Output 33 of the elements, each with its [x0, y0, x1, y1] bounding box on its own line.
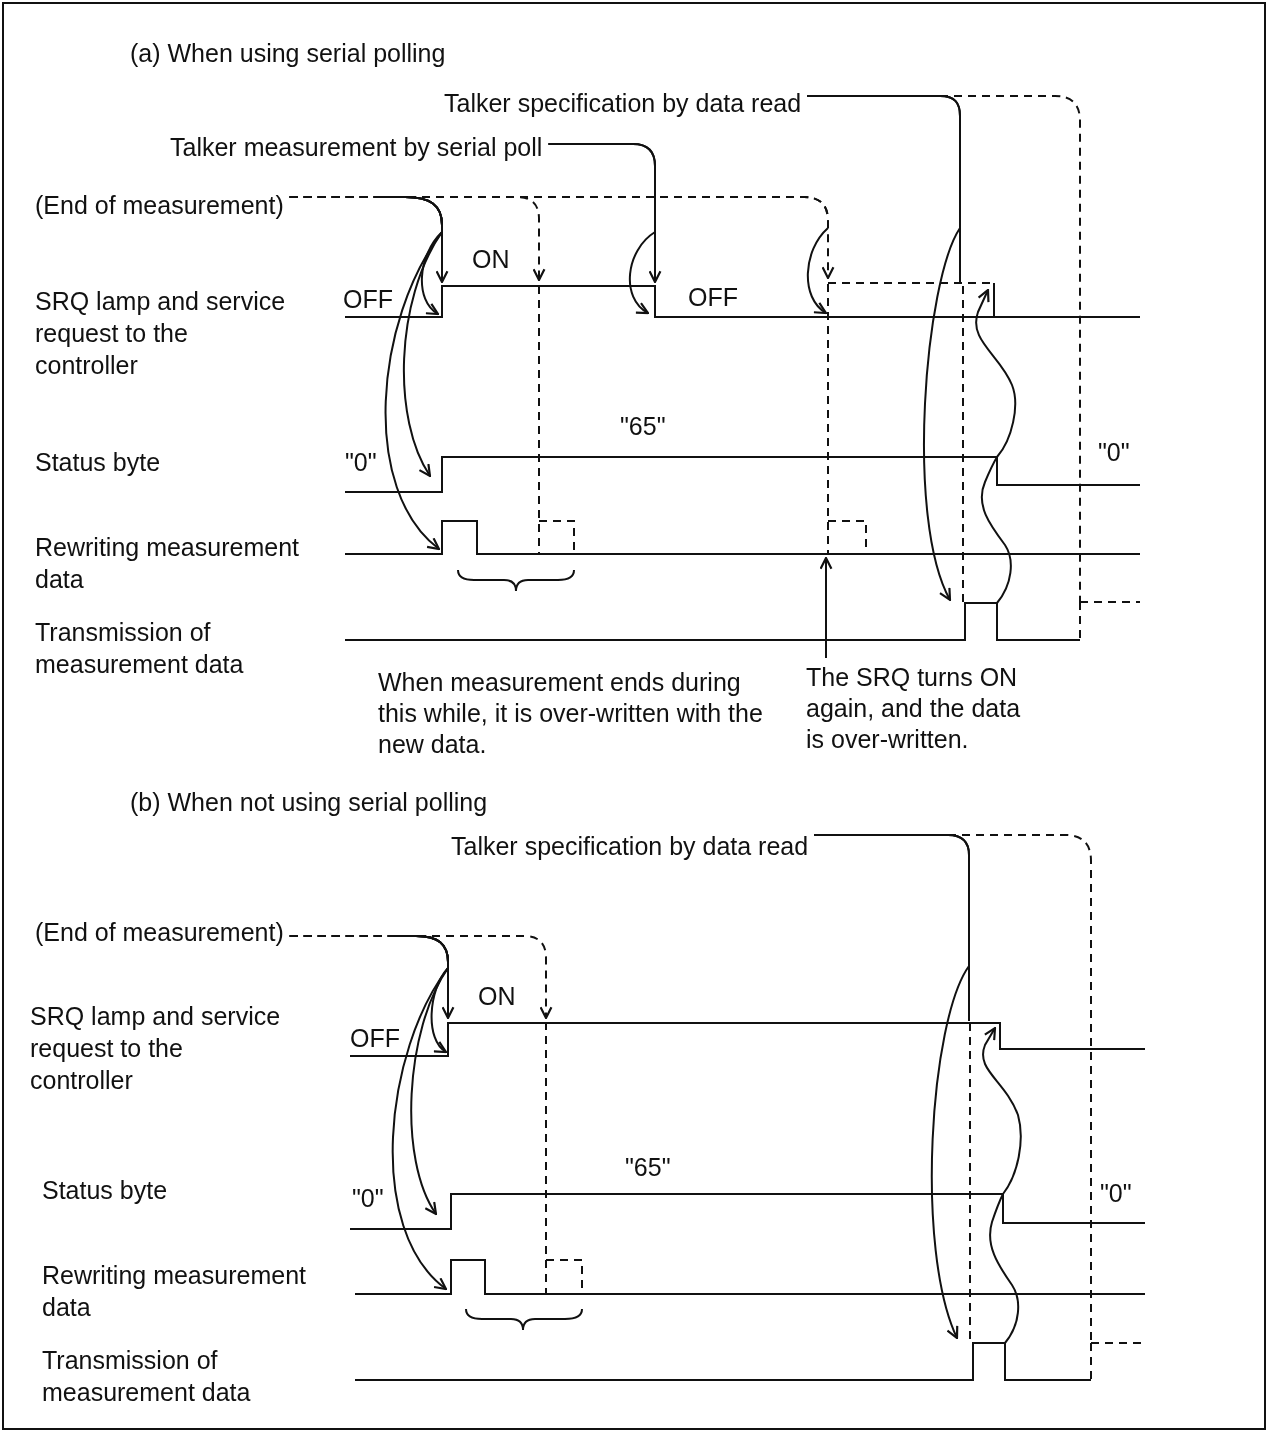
- signal-name: Rewriting measurement data: [42, 1260, 307, 1323]
- arrow: [547, 143, 656, 315]
- event-label: (End of measurement): [35, 190, 284, 220]
- signal-value: "65": [625, 1152, 671, 1182]
- signal-value: "0": [1098, 437, 1130, 467]
- event-label: Talker specification by data read: [444, 88, 802, 118]
- arrow: [288, 196, 829, 315]
- signal-value: "65": [620, 411, 666, 441]
- signal-value: OFF: [688, 282, 738, 312]
- signal-value: "0": [345, 447, 377, 477]
- signal-name: SRQ lamp and service request to the controller: [30, 1001, 282, 1096]
- signal-value: "0": [352, 1183, 384, 1213]
- signal-value: ON: [472, 244, 510, 274]
- signal-value: OFF: [343, 284, 393, 314]
- event-label: Talker specification by data read: [451, 831, 809, 861]
- panel-heading: (b) When not using serial polling: [130, 787, 488, 817]
- panel-heading: (a) When using serial polling: [130, 38, 446, 68]
- signal-name: Rewriting measurement data: [35, 532, 300, 595]
- signal-value: "0": [1100, 1178, 1132, 1208]
- arrow: [819, 556, 833, 659]
- signal-value: OFF: [350, 1023, 400, 1053]
- signal-name: SRQ lamp and service request to the controller: [35, 286, 287, 381]
- signal-value: ON: [478, 981, 516, 1011]
- arrow: [288, 935, 553, 1020]
- signal-name: Transmission of measurement data: [35, 617, 245, 680]
- event-label: (End of measurement): [35, 917, 284, 947]
- signal-name: Status byte: [35, 447, 161, 477]
- signal-name: Transmission of measurement data: [42, 1345, 252, 1408]
- note-text: When measurement ends during this while, it is over-written with the new data.: [378, 667, 763, 760]
- note-text: The SRQ turns ON again, and the data is over-written.: [806, 662, 1041, 755]
- event-label: Talker measurement by serial poll: [170, 132, 543, 162]
- connector-line: [806, 95, 1081, 603]
- signal-name: Status byte: [42, 1175, 168, 1205]
